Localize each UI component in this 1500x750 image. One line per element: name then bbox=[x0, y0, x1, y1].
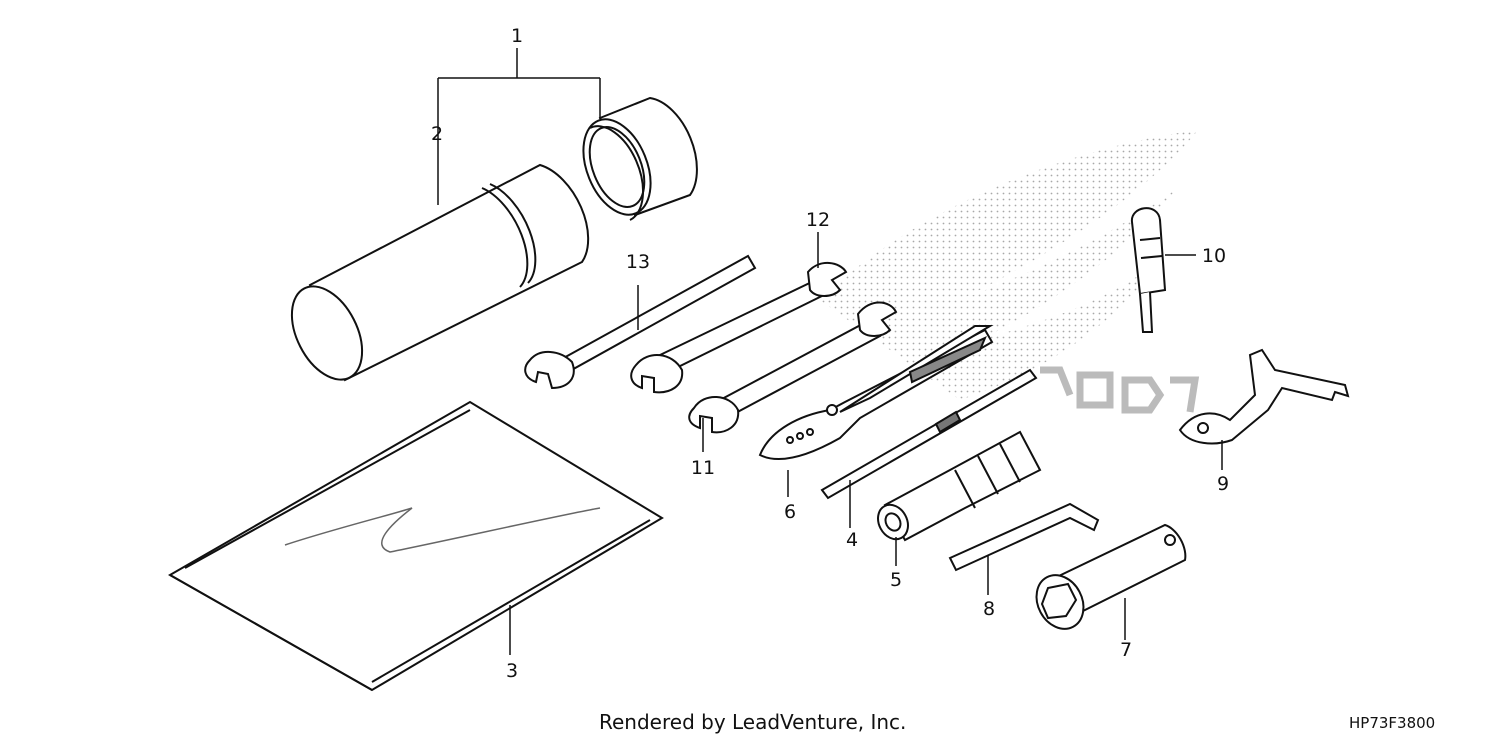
callout-5: 5 bbox=[890, 569, 902, 591]
wing-watermark bbox=[820, 130, 1200, 414]
wrench-12 bbox=[630, 262, 848, 394]
spark-plug-wrench bbox=[1035, 523, 1187, 630]
callout-7: 7 bbox=[1120, 639, 1132, 661]
callout-11: 11 bbox=[691, 457, 715, 479]
callout-12: 12 bbox=[806, 209, 830, 231]
callout-9: 9 bbox=[1217, 473, 1229, 495]
owners-manual bbox=[167, 400, 664, 692]
socket-handle bbox=[877, 430, 1042, 542]
spanner bbox=[1178, 348, 1350, 445]
diagram-code: HP73F3800 bbox=[1349, 714, 1436, 732]
wrench-11 bbox=[688, 301, 898, 434]
leader-lines bbox=[437, 48, 1223, 655]
callout-3: 3 bbox=[506, 660, 518, 682]
callout-2: 2 bbox=[431, 123, 443, 145]
callout-10: 10 bbox=[1202, 245, 1226, 267]
callout-8: 8 bbox=[983, 598, 995, 620]
screwdriver-10 bbox=[1130, 207, 1167, 333]
pliers bbox=[758, 325, 994, 460]
screwdriver-4 bbox=[820, 368, 1038, 500]
callout-6: 6 bbox=[784, 501, 796, 523]
callout-1: 1 bbox=[511, 25, 523, 47]
tool-case bbox=[290, 163, 590, 382]
wrench-13 bbox=[524, 254, 757, 390]
render-credit: Rendered by LeadVenture, Inc. bbox=[599, 710, 907, 734]
callout-labels: 1 2 3 4 5 6 7 8 9 10 11 12 13 bbox=[431, 25, 1229, 682]
hex-key bbox=[948, 502, 1100, 572]
tool-case-cap bbox=[582, 96, 698, 221]
callout-4: 4 bbox=[846, 529, 858, 551]
callout-13: 13 bbox=[626, 251, 650, 273]
